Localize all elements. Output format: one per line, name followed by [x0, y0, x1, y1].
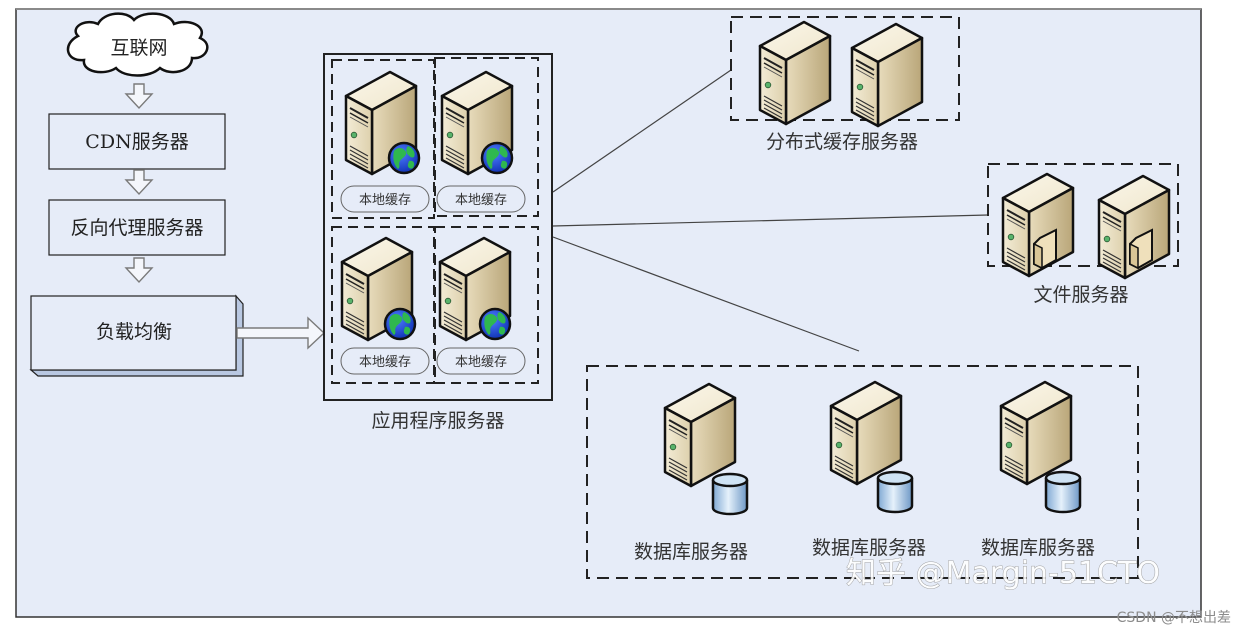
globe-icon [383, 307, 417, 341]
internet-cloud: 互联网 [66, 12, 209, 77]
database-group: 数据库服务器 数据库服务器 数据库服务器 [586, 365, 1139, 579]
app-server-group: 本地缓存 本地缓存 本地缓存 本地缓存 应用程序服务器 [323, 53, 553, 432]
globe-icon [387, 141, 421, 175]
app-server-node: 本地缓存 [340, 70, 430, 213]
database-icon [876, 470, 914, 514]
arrow-right-icon [236, 316, 326, 350]
file-server-group: 文件服务器 [987, 163, 1179, 306]
load-balancer-box: 负载均衡 [29, 294, 244, 377]
local-cache-label: 本地缓存 [455, 193, 507, 208]
globe-icon [478, 307, 512, 341]
app-server-node: 本地缓存 [340, 236, 430, 375]
local-cache-label: 本地缓存 [359, 193, 411, 208]
database-server: 数据库服务器 [634, 382, 749, 563]
reverse-proxy-label: 反向代理服务器 [70, 217, 203, 239]
connector-line [552, 69, 732, 193]
reverse-proxy-box: 反向代理服务器 [48, 199, 226, 256]
file-server-label: 文件服务器 [1033, 284, 1128, 306]
app-server-group-label: 应用程序服务器 [371, 410, 504, 432]
database-server: 数据库服务器 [981, 380, 1095, 559]
globe-icon [480, 141, 514, 175]
connector-line [552, 214, 989, 227]
connector-line [552, 236, 860, 352]
distributed-cache-label: 分布式缓存服务器 [766, 131, 918, 153]
internet-label: 互联网 [110, 37, 167, 59]
database-icon [1044, 470, 1082, 514]
watermark-text: 知乎 @Margin-51CTO [846, 556, 1160, 591]
app-server-node: 本地缓存 [436, 236, 526, 375]
distributed-cache-group: 分布式缓存服务器 [730, 16, 960, 153]
database-server-label: 数据库服务器 [981, 537, 1095, 559]
cdn-server-box: CDN服务器 [48, 113, 226, 170]
credit-text: CSDN @不想出差 [1117, 610, 1231, 626]
database-icon [711, 472, 749, 516]
database-server-label: 数据库服务器 [634, 541, 748, 563]
database-server-label: 数据库服务器 [812, 537, 926, 559]
app-server-node: 本地缓存 [436, 70, 526, 213]
local-cache-label: 本地缓存 [455, 355, 507, 370]
load-balancer-label: 负载均衡 [96, 321, 172, 343]
database-server: 数据库服务器 [812, 380, 926, 559]
cdn-label: CDN服务器 [85, 131, 188, 153]
local-cache-label: 本地缓存 [359, 355, 411, 370]
